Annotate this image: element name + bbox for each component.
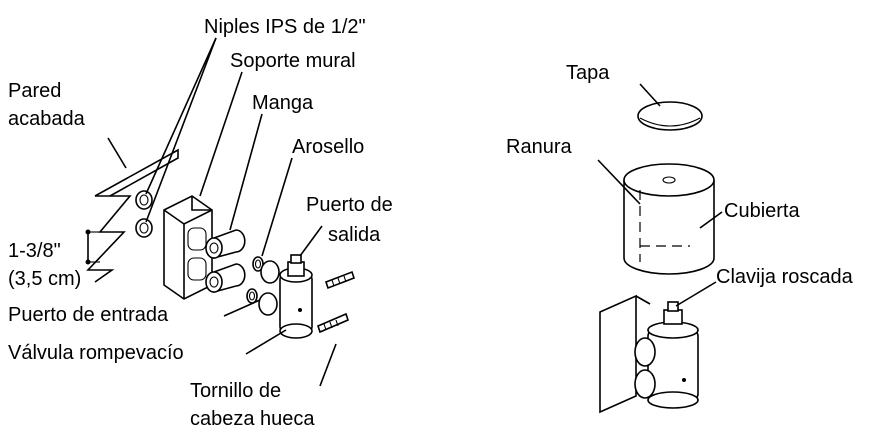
label-dimension-line2: (3,5 cm) <box>8 268 82 290</box>
label-valvula-rompevacio: Válvula rompevacío <box>8 342 184 364</box>
wall-bracket <box>163 195 213 300</box>
label-tapa: Tapa <box>566 62 610 84</box>
right-leader-lines <box>597 83 723 307</box>
vacuum-breaker-valve <box>258 254 313 339</box>
mounted-assembly <box>599 294 699 414</box>
label-soporte-mural: Soporte mural <box>230 50 356 72</box>
finished-wall <box>86 148 179 283</box>
label-puerto-entrada: Puerto de entrada <box>8 304 169 326</box>
label-pared-line1: Pared <box>8 80 62 102</box>
socket-head-screws <box>317 270 356 334</box>
sleeves <box>205 229 246 294</box>
dimension-marker <box>85 229 100 265</box>
label-niples-ips: Niples IPS de 1/2" <box>204 16 366 38</box>
label-puerto-salida-line1: Puerto de <box>306 194 393 216</box>
cap <box>637 101 703 131</box>
label-dimension-line1: 1-3/8" <box>8 240 61 262</box>
label-puerto-salida-line2: salida <box>328 224 381 246</box>
clear-cover <box>623 163 715 275</box>
label-tornillo-line2: cabeza hueca <box>190 408 315 430</box>
label-cubierta: Cubierta <box>724 200 800 222</box>
label-clavija-roscada: Clavija roscada <box>716 266 853 288</box>
label-ranura: Ranura <box>506 136 572 158</box>
o-rings <box>246 256 264 304</box>
left-leader-lines <box>107 37 337 387</box>
label-pared-line2: acabada <box>8 108 85 130</box>
label-manga: Manga <box>252 92 314 114</box>
label-tornillo-line1: Tornillo de <box>190 380 282 402</box>
ips-nipples <box>135 190 153 238</box>
label-arosello: Arosello <box>292 136 365 158</box>
